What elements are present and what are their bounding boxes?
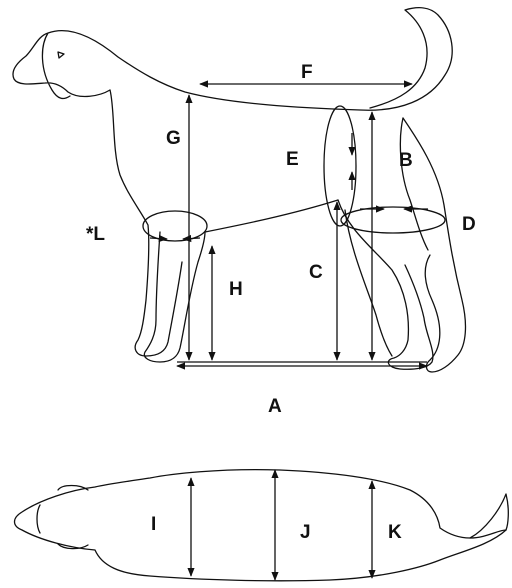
label-l: *L: [86, 224, 105, 245]
label-i: I: [151, 514, 156, 535]
label-b: B: [399, 150, 413, 171]
measure-l-right: [182, 234, 201, 243]
top-view-labels: I J K: [151, 514, 402, 543]
label-c: C: [309, 262, 323, 283]
dog-top-outline: [13, 468, 509, 582]
label-h: H: [229, 279, 243, 300]
label-g: G: [166, 128, 181, 149]
dog-side-outline: [12, 7, 467, 373]
label-a: A: [268, 396, 282, 417]
label-j: J: [300, 522, 311, 543]
label-e: E: [286, 149, 299, 170]
label-d: D: [462, 214, 476, 235]
label-k: K: [388, 522, 402, 543]
circumference-rings: [142, 105, 446, 242]
top-measurement-lines: [187, 469, 376, 581]
side-view-labels: F G E B D *L H C A: [86, 62, 476, 417]
measure-l-left: [149, 234, 168, 243]
measurement-lines: [149, 80, 428, 370]
label-f: F: [301, 62, 313, 83]
